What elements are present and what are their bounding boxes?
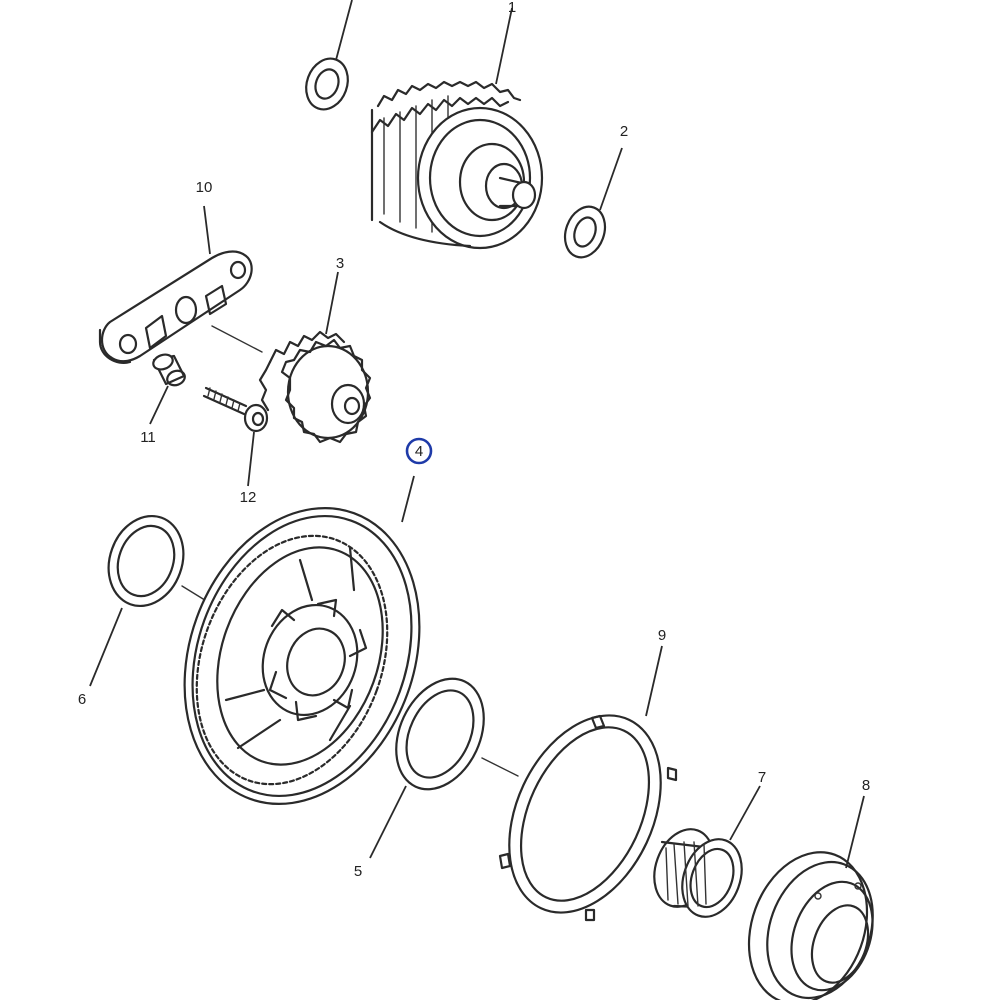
callout-4[interactable]: 4 xyxy=(415,443,423,460)
part-2-washer[interactable] xyxy=(558,201,611,263)
callout-5[interactable]: 5 xyxy=(354,863,362,880)
part-6-washer[interactable] xyxy=(96,505,195,616)
part-3-small-gear[interactable] xyxy=(211,325,372,444)
callout-4-highlight[interactable]: 4 xyxy=(405,437,433,465)
part-11-pin[interactable] xyxy=(151,352,187,388)
callout-2[interactable]: 2 xyxy=(620,123,628,140)
callout-7[interactable]: 7 xyxy=(758,769,766,786)
part-5-washer[interactable] xyxy=(379,665,501,804)
part-7-needle-bearing[interactable] xyxy=(644,821,752,925)
part-12-bolt[interactable] xyxy=(202,386,269,433)
callout-11[interactable]: 11 xyxy=(140,429,156,446)
part-4-driven-gear[interactable] xyxy=(145,475,459,837)
part-1-idler-gear[interactable] xyxy=(370,80,544,250)
callout-labels: 1 2 3 4 5 6 7 8 9 10 11 12 xyxy=(78,0,870,880)
part-10-plate[interactable] xyxy=(98,250,253,364)
callout-8[interactable]: 8 xyxy=(862,777,870,794)
callout-3[interactable]: 3 xyxy=(336,255,344,272)
callout-6[interactable]: 6 xyxy=(78,691,86,708)
callout-10[interactable]: 10 xyxy=(196,179,213,196)
part-9-clutch-plate[interactable] xyxy=(479,691,690,937)
callout-1[interactable]: 1 xyxy=(508,0,516,16)
washer-top[interactable] xyxy=(299,53,354,116)
part-8-clutch-housing[interactable] xyxy=(729,836,891,1000)
callout-12[interactable]: 12 xyxy=(240,489,257,506)
callout-9[interactable]: 9 xyxy=(658,627,666,644)
